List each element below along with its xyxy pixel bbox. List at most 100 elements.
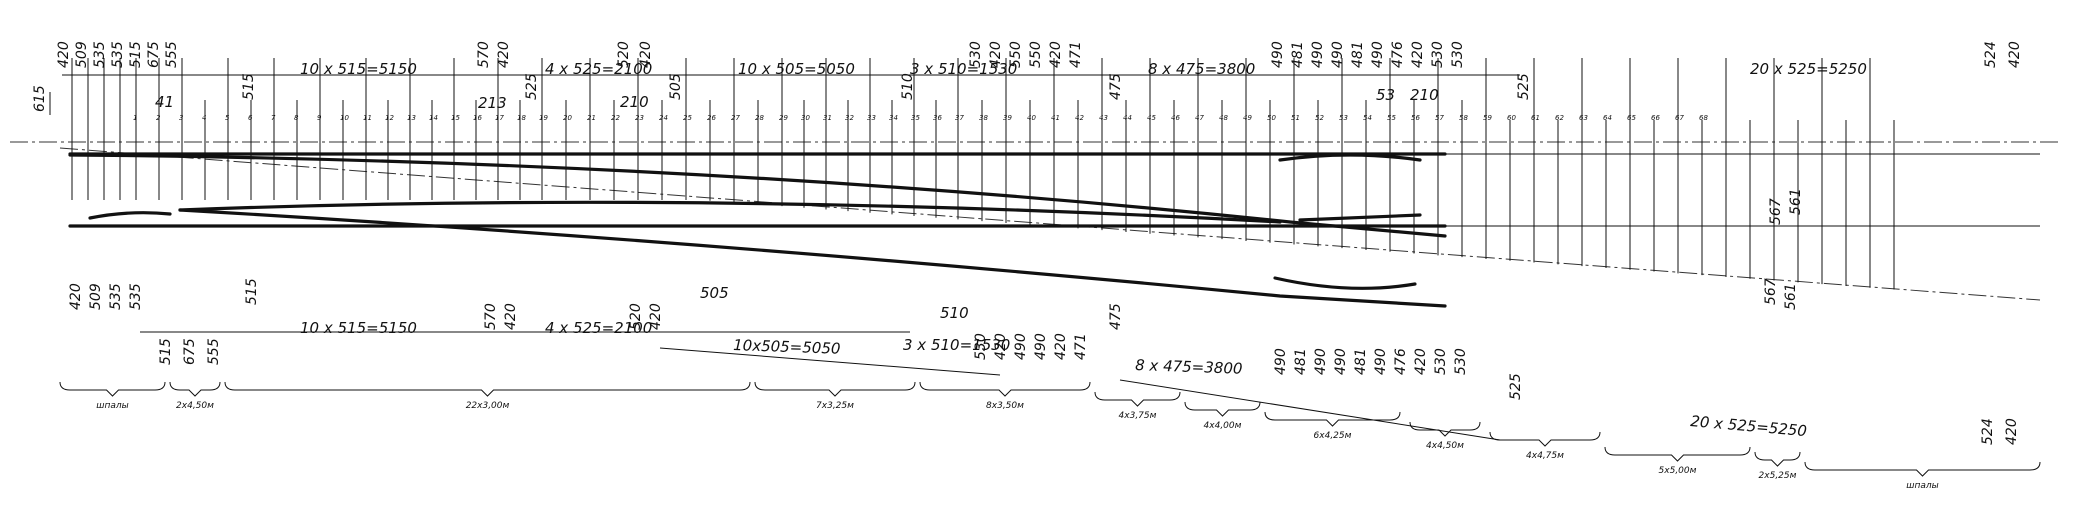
bottom-small-dim: 567: [1763, 278, 1779, 305]
tie-number: 23: [635, 114, 644, 122]
spacing-group-label: 8x3,50м: [986, 401, 1024, 411]
top-small-dim: 510: [900, 73, 916, 100]
top-vertical-dim: 520: [616, 41, 632, 68]
tie-number: 48: [1219, 114, 1228, 122]
bottom-vertical-dim: 420: [648, 303, 664, 330]
top-small-dim: 475: [1108, 73, 1124, 100]
top-vertical-dim: 490: [1370, 41, 1386, 68]
tie-number: 22: [611, 114, 620, 122]
tie-number: 31: [823, 114, 832, 122]
spacing-group-brace: [1804, 461, 2041, 477]
tie-number: 49: [1243, 114, 1252, 122]
tie-number: 38: [979, 114, 988, 122]
top-vertical-dim: 420: [496, 41, 512, 68]
bottom-vertical-dim: 490: [1273, 348, 1289, 375]
bottom-vertical-dim: 420: [68, 283, 84, 310]
tie-number: 67: [1675, 114, 1684, 122]
bottom-vertical-dim: 420: [503, 303, 519, 330]
bottom-vertical-dim: 490: [1313, 348, 1329, 375]
tie-number: 15: [451, 114, 460, 122]
tie-number: 45: [1147, 114, 1156, 122]
tie-number: 18: [517, 114, 526, 122]
top-vertical-dim: 515: [128, 41, 144, 68]
spacing-group-brace: [1409, 421, 1481, 437]
tie-number: 57: [1435, 114, 1444, 122]
top-vertical-dim: 490: [1330, 41, 1346, 68]
spacing-group-brace: [754, 381, 916, 397]
top-vertical-dim: 550: [1008, 41, 1024, 68]
top-small-dim: 210: [1410, 86, 1439, 104]
spacing-group-brace: [1184, 401, 1261, 417]
tie-number: 42: [1075, 114, 1084, 122]
tie-number: 46: [1171, 114, 1180, 122]
tie-number: 64: [1603, 114, 1612, 122]
tie-number: 43: [1099, 114, 1108, 122]
bottom-vertical-dim: 490: [1333, 348, 1349, 375]
tie-number: 8: [294, 114, 299, 122]
dimension-frame-lines: [10, 58, 2060, 477]
top-vertical-dim: 535: [110, 41, 126, 68]
bottom-vertical-dim: 530: [1433, 348, 1449, 375]
top-dim-label: 8 x 475=3800: [1148, 60, 1255, 78]
tie-number: 56: [1411, 114, 1420, 122]
tie-number: 34: [889, 114, 898, 122]
bottom-dim-label: 8 x 475=3800: [1135, 356, 1243, 378]
spacing-group-label: 4x4,50м: [1426, 441, 1464, 451]
top-dim-label: 10 x 515=5150: [300, 60, 417, 78]
bottom-vertical-dim: 481: [1353, 348, 1369, 375]
diverging-track-axis: [59, 147, 2041, 301]
tie-number: 11: [363, 114, 372, 122]
bottom-vertical-dim: 570: [483, 303, 499, 330]
bottom-small-dim: 525: [1508, 373, 1524, 400]
tie-number: 30: [801, 114, 810, 122]
spacing-group-label: 7x3,25м: [816, 401, 854, 411]
tie-number: 61: [1531, 114, 1540, 122]
bottom-vertical-dim: 675: [182, 338, 198, 365]
top-small-dim: 53: [1376, 86, 1395, 104]
bottom-vertical-dim: 509: [88, 283, 104, 310]
tie-number: 40: [1027, 114, 1036, 122]
tie-number: 26: [707, 114, 716, 122]
tie-number: 2: [156, 114, 161, 122]
tie-number: 44: [1123, 114, 1132, 122]
bottom-vertical-dim: 555: [206, 338, 222, 365]
spacing-group-label: 5x5,00м: [1659, 466, 1697, 476]
top-vertical-dim: 420: [2007, 41, 2023, 68]
bottom-small-dim: 505: [700, 284, 729, 302]
tie-number: 59: [1483, 114, 1492, 122]
top-vertical-dim: 509: [74, 41, 90, 68]
tie-number: 3: [179, 114, 183, 122]
spacing-group-brace: [169, 381, 221, 397]
tie-number: 52: [1315, 114, 1324, 122]
top-dim-label: 20 x 525=5250: [1750, 60, 1867, 78]
bottom-vertical-dim: 530: [973, 333, 989, 360]
bottom-dim-label: 3 x 510=1530: [903, 336, 1010, 354]
spacing-group-brace: [1264, 411, 1401, 427]
tie-number: 12: [385, 114, 394, 122]
top-vertical-dim: 530: [1450, 41, 1466, 68]
bottom-vertical-dim: 420: [1053, 333, 1069, 360]
spacing-group-label: 22x3,00м: [466, 401, 510, 411]
tie-number: 1: [133, 114, 137, 122]
tie-number: 68: [1699, 114, 1708, 122]
top-vertical-dim: 476: [1390, 41, 1406, 68]
top-vertical-dim: 675: [146, 41, 162, 68]
bottom-vertical-dim: 490: [1373, 348, 1389, 375]
tie-number: 5: [225, 114, 230, 122]
tie-number: 19: [539, 114, 548, 122]
spacing-group-label: 6x4,25м: [1314, 431, 1352, 441]
tie-number: 51: [1291, 114, 1300, 122]
bottom-small-dim: 567: [1768, 198, 1784, 225]
bottom-vertical-dim: 490: [1013, 333, 1029, 360]
spacing-group-brace: [1754, 451, 1801, 467]
bottom-dim-label: 20 x 525=5250: [1690, 412, 1808, 440]
top-small-dim: 525: [524, 73, 540, 100]
bottom-vertical-dim: 420: [2004, 418, 2020, 445]
top-small-dim: 505: [668, 73, 684, 100]
bottom-vertical-dim: 420: [993, 333, 1009, 360]
bottom-vertical-dim: 515: [158, 338, 174, 365]
bottom-small-dim: 510: [940, 304, 969, 322]
top-vertical-dim: 490: [1310, 41, 1326, 68]
bottom-small-dim: 475: [1108, 303, 1124, 330]
